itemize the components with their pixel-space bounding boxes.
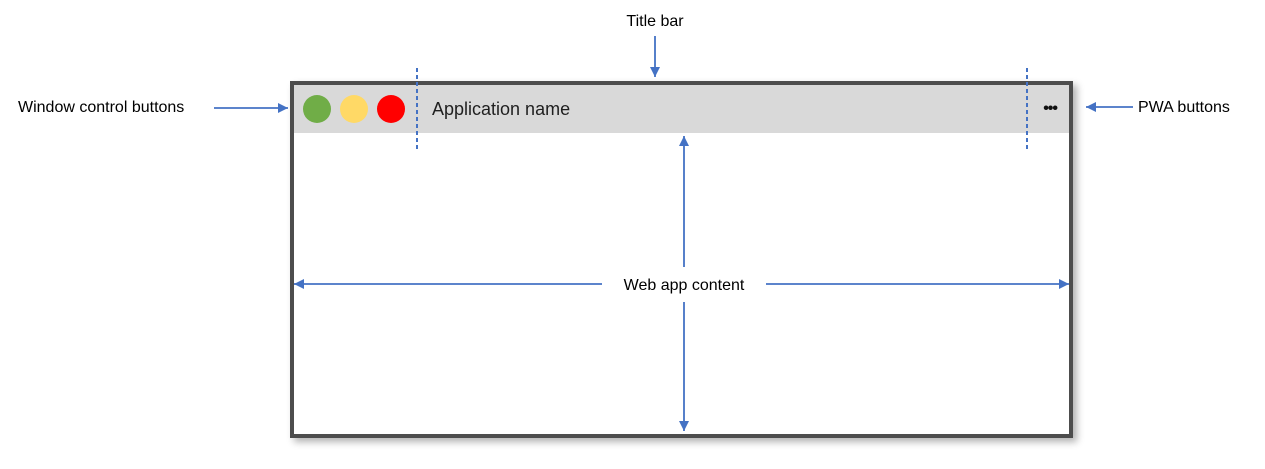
app-window: Application name ••• [290,81,1073,438]
title-bar-label: Title bar [626,13,684,30]
window-control-red-button[interactable] [377,95,405,123]
application-name: Application name [432,98,571,119]
pwa-buttons-label: PWA buttons [1138,99,1230,116]
web-app-content-label: Web app content [623,277,745,294]
pwa-buttons-separator-line [1026,68,1028,149]
title-bar[interactable]: Application name ••• [294,85,1069,133]
window-control-green-button[interactable] [303,95,331,123]
window-control-yellow-button[interactable] [340,95,368,123]
pwa-more-icon[interactable]: ••• [1043,100,1058,117]
window-controls-label: Window control buttons [18,99,185,116]
window-controls-separator-line [416,68,418,149]
window-control-buttons [303,95,405,123]
